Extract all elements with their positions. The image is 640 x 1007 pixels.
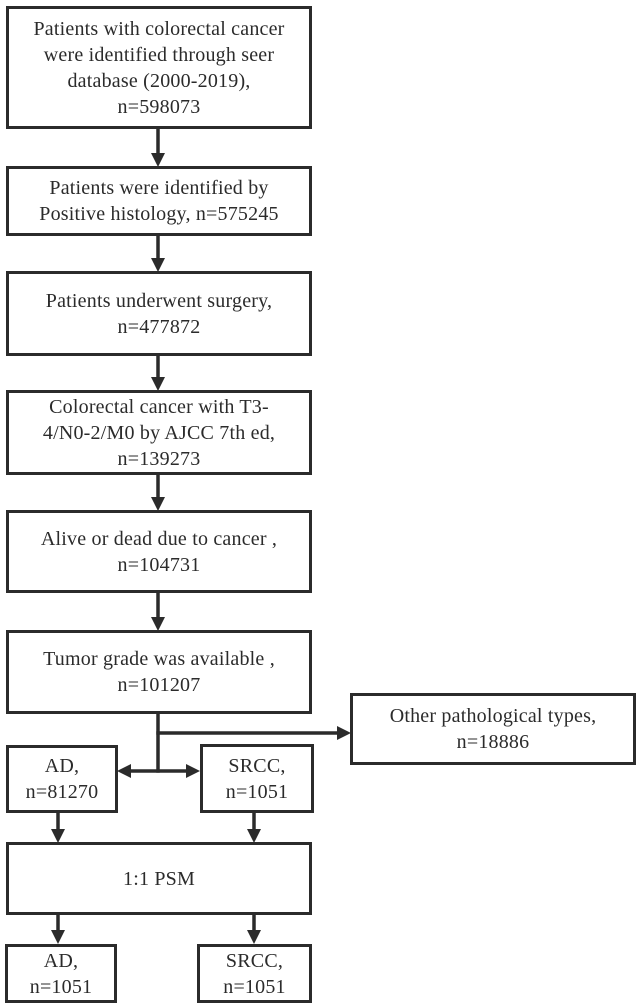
- arrow-down-icon: [247, 829, 261, 843]
- node-text-line: n=101207: [117, 674, 201, 696]
- node-text-line: Tumor grade was available ,: [43, 648, 275, 670]
- arrow-left-icon: [117, 764, 131, 778]
- node-text-line: Colorectal cancer with T3-: [49, 395, 269, 418]
- node-ad-before-psm: AD, n=81270: [6, 745, 118, 813]
- node-text-line: n=598073: [117, 95, 201, 118]
- arrow-down-icon: [151, 617, 165, 631]
- arrow-down-icon: [247, 930, 261, 944]
- node-srcc-after-psm: SRCC, n=1051: [197, 944, 312, 1003]
- node-text-line: SRCC,: [228, 754, 286, 777]
- arrow-down-icon: [151, 153, 165, 167]
- arrow-right-icon: [337, 726, 351, 740]
- node-text-line: Patients underwent surgery,: [45, 289, 273, 312]
- node-text-line: Patients were identified by: [49, 177, 269, 199]
- node-tumor-grade: Tumor grade was available , n=101207: [6, 630, 312, 714]
- node-text-line: n=1051: [225, 780, 289, 803]
- node-text-line: n=139273: [117, 447, 201, 470]
- node-psm: 1:1 PSM: [6, 842, 312, 915]
- node-seer-cohort: Patients with colorectal cancer were ide…: [6, 6, 312, 129]
- node-alive-or-dead: Alive or dead due to cancer , n=104731: [6, 510, 312, 593]
- node-other-pathological-types: Other pathological types, n=18886: [350, 693, 636, 765]
- node-text-line: SRCC,: [225, 949, 284, 972]
- node-text-line: Other pathological types,: [389, 705, 597, 727]
- node-srcc-before-psm: SRCC, n=1051: [200, 744, 314, 813]
- node-positive-histology: Patients were identified by Positive his…: [6, 166, 312, 236]
- node-text-line: Patients with colorectal cancer: [33, 17, 285, 40]
- node-text-line: AD,: [44, 755, 80, 777]
- node-text-line: AD,: [43, 949, 79, 972]
- node-text-line: database (2000-2019),: [67, 69, 251, 92]
- node-text-line: n=477872: [117, 315, 201, 338]
- node-underwent-surgery: Patients underwent surgery, n=477872: [6, 271, 312, 356]
- node-ajcc-stage: Colorectal cancer with T3- 4/N0-2/M0 by …: [6, 390, 312, 475]
- node-text-line: 1:1 PSM: [123, 867, 195, 890]
- arrow-down-icon: [51, 930, 65, 944]
- node-text-line: n=1051: [223, 975, 286, 998]
- arrow-down-icon: [151, 377, 165, 391]
- node-text-line: Alive or dead due to cancer ,: [40, 527, 278, 550]
- arrow-down-icon: [151, 258, 165, 272]
- node-text-line: n=104731: [117, 553, 201, 576]
- arrow-right-icon: [186, 764, 200, 778]
- arrow-down-icon: [151, 497, 165, 511]
- node-text-line: n=18886: [456, 731, 530, 753]
- node-ad-after-psm: AD, n=1051: [5, 944, 117, 1003]
- node-text-line: Positive histology, n=575245: [39, 203, 279, 225]
- arrow-down-icon: [51, 829, 65, 843]
- node-text-line: were identified through seer: [43, 43, 275, 66]
- node-text-line: 4/N0-2/M0 by AJCC 7th ed,: [42, 421, 276, 444]
- node-text-line: n=1051: [29, 975, 93, 998]
- node-text-line: n=81270: [25, 781, 99, 803]
